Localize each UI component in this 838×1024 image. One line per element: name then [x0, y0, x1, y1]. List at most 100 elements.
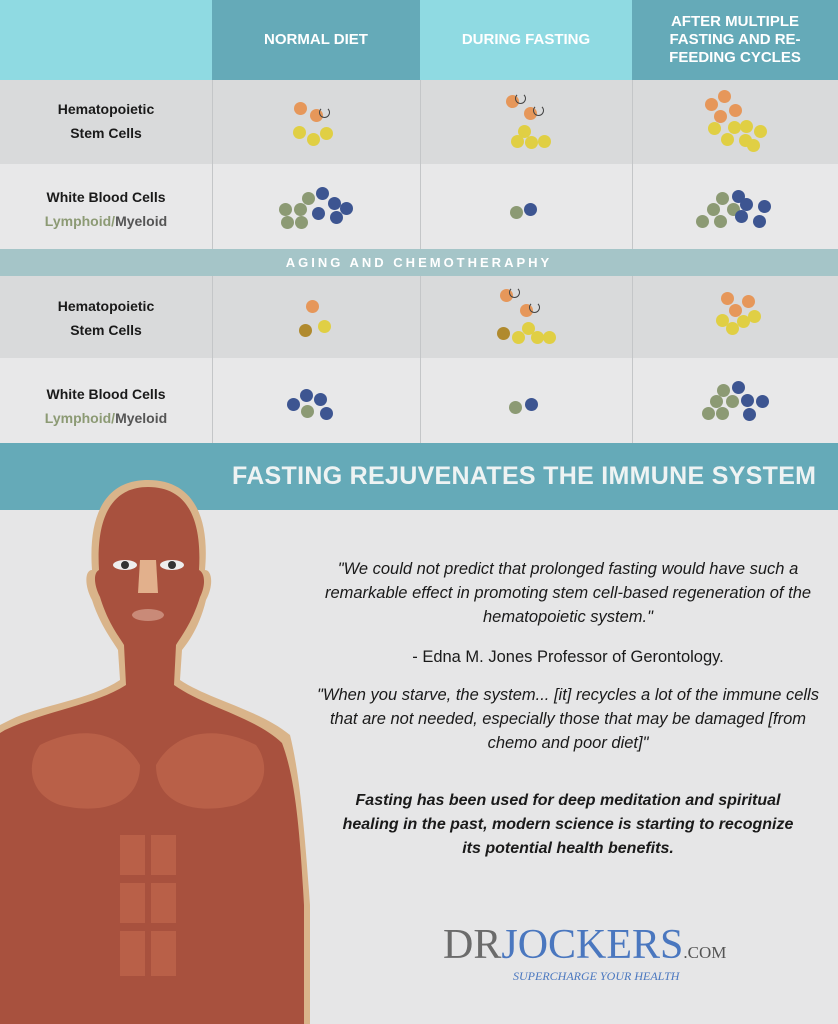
orange-cell-dot — [717, 89, 731, 103]
green-cell-dot — [300, 404, 314, 418]
brown-cell-dot — [298, 323, 312, 337]
cycle-arrow-icon — [533, 105, 544, 116]
quote-1: "We could not predict that prolonged fas… — [324, 560, 812, 626]
lymphoid-label: Lymphoid — [44, 410, 112, 426]
blue-cell-dot — [299, 388, 313, 402]
slash: / — [111, 410, 116, 426]
blue-cell-dot — [742, 407, 756, 421]
label-line: White Blood Cells — [46, 189, 166, 205]
row-wbc-normal — [0, 164, 838, 249]
lymphoid-label: Lymphoid — [44, 213, 112, 229]
yellow-cell-dot — [517, 124, 531, 138]
green-cell-dot — [716, 383, 730, 397]
divider — [420, 80, 421, 249]
blue-cell-dot — [739, 197, 753, 211]
blue-cell-dot — [524, 397, 538, 411]
orange-cell-dot — [713, 109, 727, 123]
banner-title: FASTING REJUVENATES THE IMMUNE SYSTEM — [232, 462, 817, 490]
section-band: AGING AND CHEMOTHERAPHY — [0, 249, 838, 276]
orange-cell-dot — [293, 101, 307, 115]
green-cell-dot — [709, 394, 723, 408]
green-cell-dot — [508, 400, 522, 414]
yellow-cell-dot — [725, 321, 739, 335]
logo-dr: DR — [443, 922, 502, 968]
yellow-cell-dot — [537, 134, 551, 148]
green-cell-dot — [701, 406, 715, 420]
slash: / — [111, 213, 116, 229]
green-cell-dot — [301, 191, 315, 205]
green-cell-dot — [278, 202, 292, 216]
yellow-cell-dot — [319, 126, 333, 140]
blue-cell-dot — [311, 206, 325, 220]
blue-cell-dot — [315, 186, 329, 200]
logo-tagline: SUPERCHARGE YOUR HEALTH — [513, 969, 680, 983]
row-wbc-aging — [0, 358, 838, 443]
blue-cell-dot — [740, 393, 754, 407]
divider — [632, 276, 633, 443]
logo-com: .COM — [683, 943, 727, 962]
green-cell-dot — [280, 215, 294, 229]
green-cell-dot — [715, 406, 729, 420]
quote-2: "When you starve, the system... [it] rec… — [317, 686, 819, 752]
divider — [212, 80, 213, 249]
orange-cell-dot — [720, 291, 734, 305]
yellow-cell-dot — [317, 319, 331, 333]
yellow-cell-dot — [739, 119, 753, 133]
green-cell-dot — [294, 215, 308, 229]
blue-cell-dot — [319, 406, 333, 420]
label-line: Hematopoietic — [57, 101, 155, 117]
row-hsc-aging — [0, 276, 838, 358]
green-cell-dot — [293, 202, 307, 216]
green-cell-dot — [706, 202, 720, 216]
myeloid-label: Myeloid — [115, 410, 168, 426]
green-cell-dot — [509, 205, 523, 219]
yellow-cell-dot — [753, 124, 767, 138]
row-hsc-normal — [0, 80, 838, 164]
divider — [632, 80, 633, 249]
cycle-arrow-icon — [509, 287, 520, 298]
label-line: Stem Cells — [70, 322, 142, 338]
logo-jockers: JOCKERS — [501, 922, 684, 968]
quote-column: "We could not predict that prolonged fas… — [312, 557, 824, 861]
yellow-cell-dot — [524, 135, 538, 149]
green-cell-dot — [725, 394, 739, 408]
blue-cell-dot — [752, 214, 766, 228]
statement: Fasting has been used for deep meditatio… — [342, 792, 794, 857]
yellow-cell-dot — [746, 138, 760, 152]
cycle-arrow-icon — [319, 107, 330, 118]
muscle-anatomy-figure — [0, 480, 310, 1024]
label-line: Stem Cells — [70, 125, 142, 141]
yellow-cell-dot — [707, 121, 721, 135]
yellow-cell-dot — [292, 125, 306, 139]
blue-cell-dot — [329, 210, 343, 224]
cycle-arrow-icon — [529, 302, 540, 313]
yellow-cell-dot — [720, 132, 734, 146]
yellow-cell-dot — [511, 330, 525, 344]
header-blank — [0, 0, 212, 80]
orange-cell-dot — [741, 294, 755, 308]
blue-cell-dot — [339, 201, 353, 215]
cycle-arrow-icon — [515, 93, 526, 104]
blue-cell-dot — [755, 394, 769, 408]
yellow-cell-dot — [736, 314, 750, 328]
blue-cell-dot — [523, 202, 537, 216]
green-cell-dot — [713, 214, 727, 228]
yellow-cell-dot — [530, 330, 544, 344]
myeloid-label: Myeloid — [115, 213, 168, 229]
green-cell-dot — [715, 191, 729, 205]
yellow-cell-dot — [521, 321, 535, 335]
green-cell-dot — [695, 214, 709, 228]
blue-cell-dot — [757, 199, 771, 213]
column-header-normal-diet: NORMAL DIET — [212, 0, 420, 80]
orange-cell-dot — [728, 103, 742, 117]
yellow-cell-dot — [715, 313, 729, 327]
blue-cell-dot — [734, 209, 748, 223]
blue-cell-dot — [327, 196, 341, 210]
divider — [420, 276, 421, 443]
label-line: Hematopoietic — [57, 298, 155, 314]
brown-cell-dot — [496, 326, 510, 340]
yellow-cell-dot — [747, 309, 761, 323]
